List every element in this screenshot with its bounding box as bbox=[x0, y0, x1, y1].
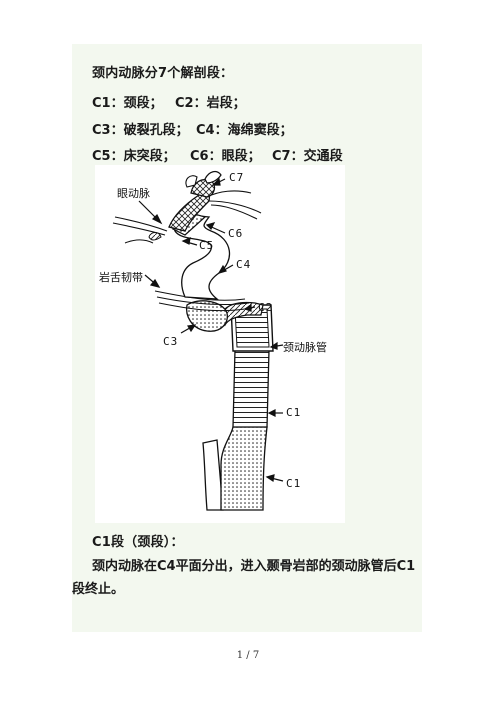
segment-c5: C5：床突段； bbox=[92, 149, 176, 164]
c1-lower-segment bbox=[220, 426, 268, 511]
petrolingual-ligament bbox=[154, 290, 250, 312]
label-carotid-canal: 颈动脉管 bbox=[283, 341, 327, 354]
segment-c1: C1：颈段； bbox=[92, 96, 163, 111]
label-ophthalmic-artery: 眼动脉 bbox=[117, 187, 150, 200]
segment-c2: C2：岩段； bbox=[175, 96, 246, 111]
external-carotid-stump bbox=[202, 439, 224, 511]
label-c4: C4 bbox=[236, 258, 252, 271]
label-c1-upper: C1 bbox=[286, 406, 302, 419]
segment-c7: C7：交通段 bbox=[272, 149, 343, 164]
segment-c3: C3：破裂孔段； bbox=[92, 123, 189, 138]
page-number: 1 / 7 bbox=[236, 650, 260, 661]
label-c1-lower: C1 bbox=[286, 477, 302, 490]
ophthalmic-artery bbox=[112, 216, 168, 236]
label-petrolingual-ligament: 岩舌韧带 bbox=[99, 271, 143, 284]
label-c7: C7 bbox=[229, 171, 245, 184]
label-c2: C2 bbox=[258, 301, 274, 314]
c2-segment bbox=[220, 301, 264, 327]
segment-c6: C6：眼段； bbox=[190, 149, 261, 164]
intro-text: 颈内动脉分7个解剖段： bbox=[92, 66, 234, 81]
label-c3: C3 bbox=[163, 335, 179, 348]
carotid-diagram: 眼动脉 岩舌韧带 颈动脉管 C7 C6 C5 C4 C3 C2 C1 C1 bbox=[95, 165, 345, 523]
c1-upper-segment bbox=[232, 349, 270, 428]
section-paragraph: 颈内动脉在C4平面分出，进入颞骨岩部的颈动脉管后C1段终止。 bbox=[72, 559, 416, 597]
segment-c4: C4：海绵窦段； bbox=[196, 123, 293, 138]
artery-drawing bbox=[112, 170, 284, 511]
label-c6: C6 bbox=[228, 227, 244, 240]
leader-lines bbox=[138, 177, 284, 483]
section-title: C1段（颈段）： bbox=[92, 535, 184, 550]
c3-segment bbox=[185, 300, 228, 332]
label-c5: C5 bbox=[199, 239, 215, 252]
